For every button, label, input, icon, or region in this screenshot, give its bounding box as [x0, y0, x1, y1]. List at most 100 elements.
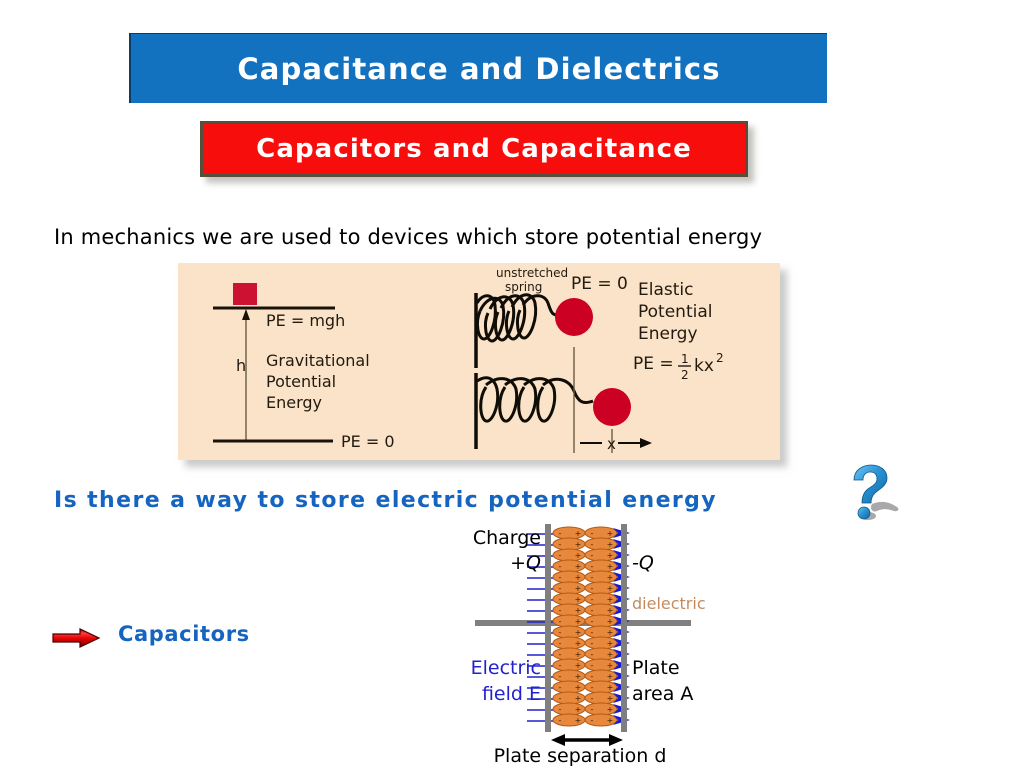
gravitational-pe-line3: Energy	[266, 393, 322, 412]
svg-text:+: +	[607, 595, 614, 604]
svg-text:-: -	[591, 595, 594, 604]
pe-half-kx2-tail: kx	[694, 356, 714, 376]
unstretched-spring-line1: unstretched	[496, 266, 568, 280]
svg-text:-: -	[559, 617, 562, 626]
displacement-x-label: x	[607, 435, 616, 453]
svg-text:+: +	[607, 683, 614, 692]
svg-text:-: -	[591, 529, 594, 538]
svg-text:-: -	[559, 573, 562, 582]
svg-text:-: -	[559, 540, 562, 549]
pe-zero-bottom-label: PE = 0	[341, 432, 395, 451]
svg-text:+: +	[575, 573, 582, 582]
svg-text:+: +	[607, 562, 614, 571]
svg-text:+: +	[575, 639, 582, 648]
svg-text:-: -	[559, 705, 562, 714]
mechanics-statement: In mechanics we are used to devices whic…	[54, 225, 763, 249]
svg-text:-: -	[559, 694, 562, 703]
svg-text:+: +	[607, 606, 614, 615]
gravitational-pe-line2: Potential	[266, 372, 336, 391]
svg-text:-: -	[591, 683, 594, 692]
svg-text:-: -	[559, 650, 562, 659]
svg-text:+: +	[575, 606, 582, 615]
svg-text:+: +	[607, 694, 614, 703]
elastic-pe-line2: Potential	[638, 302, 712, 322]
page-title: Capacitance and Dielectrics	[237, 51, 721, 86]
elastic-pe-line1: Elastic	[638, 280, 693, 300]
pe-mgh-label: PE = mgh	[266, 311, 345, 330]
potential-energy-figure: PE = mgh h Gravitational Potential Energ…	[178, 263, 780, 460]
svg-text:-: -	[591, 705, 594, 714]
pe-half-kx2-denominator: 2	[681, 368, 689, 382]
svg-text:+: +	[607, 551, 614, 560]
svg-text:-: -	[591, 694, 594, 703]
svg-text:+: +	[607, 540, 614, 549]
svg-text:-: -	[559, 529, 562, 538]
question-statement: Is there a way to store electric potenti…	[54, 488, 718, 513]
svg-text:+: +	[575, 661, 582, 670]
svg-text:+: +	[575, 716, 582, 725]
red-right-arrow-icon	[52, 627, 102, 649]
svg-text:+: +	[607, 573, 614, 582]
svg-text:-: -	[559, 595, 562, 604]
svg-text:+: +	[575, 672, 582, 681]
pe-zero-unstretched-label: PE = 0	[571, 274, 628, 294]
svg-text:-: -	[559, 584, 562, 593]
svg-text:+: +	[607, 650, 614, 659]
svg-text:+: +	[607, 661, 614, 670]
svg-text:-: -	[559, 716, 562, 725]
spring-mass-stretched	[593, 388, 631, 426]
charge-positive-label: +Q	[510, 552, 541, 574]
slide-title-banner: Capacitance and Dielectrics	[129, 33, 827, 103]
svg-text:-: -	[591, 573, 594, 582]
svg-text:+: +	[607, 529, 614, 538]
capacitors-bullet-label: Capacitors	[118, 622, 250, 646]
subtitle-text: Capacitors and Capacitance	[256, 134, 692, 164]
svg-text:+: +	[575, 540, 582, 549]
svg-text:-: -	[591, 551, 594, 560]
svg-text:-: -	[591, 650, 594, 659]
unstretched-spring-line2: spring	[505, 280, 542, 294]
spring-mass-unstretched	[555, 298, 593, 336]
svg-text:+: +	[575, 595, 582, 604]
pe-half-kx2-numerator: 1	[681, 352, 689, 366]
svg-text:-: -	[591, 562, 594, 571]
svg-text:+: +	[575, 562, 582, 571]
svg-text:+: +	[575, 551, 582, 560]
plate-area-label-line2: area A	[632, 683, 693, 705]
plate-separation-label: Plate separation d	[494, 745, 667, 767]
right-plate	[621, 524, 627, 732]
svg-text:-: -	[591, 716, 594, 725]
pe-half-kx2-exponent: 2	[716, 351, 724, 365]
svg-text:+: +	[575, 617, 582, 626]
falling-block	[233, 283, 257, 305]
svg-text:-: -	[559, 562, 562, 571]
svg-text:-: -	[559, 551, 562, 560]
svg-text:-: -	[591, 617, 594, 626]
dielectric-dipoles: -+ -+ -+ -+ -+ -+ -+ -+ -+ -+ -+ -+ -+ -…	[552, 526, 618, 727]
svg-text:+: +	[575, 529, 582, 538]
svg-text:-: -	[591, 672, 594, 681]
svg-text:-: -	[559, 606, 562, 615]
svg-text:+: +	[607, 672, 614, 681]
electric-field-label-line2: field E	[482, 683, 541, 705]
left-plate	[545, 524, 551, 732]
svg-text:-: -	[559, 628, 562, 637]
slide-subtitle-banner: Capacitors and Capacitance	[200, 121, 748, 177]
svg-text:+: +	[575, 705, 582, 714]
charge-negative-label: -Q	[632, 552, 654, 574]
blue-question-mark-icon	[840, 463, 910, 525]
svg-text:-: -	[591, 661, 594, 670]
svg-text:-: -	[559, 683, 562, 692]
dielectric-label: dielectric	[632, 594, 705, 613]
svg-text:+: +	[575, 650, 582, 659]
svg-text:-: -	[591, 628, 594, 637]
plate-area-label-line1: Plate	[632, 657, 680, 679]
svg-text:-: -	[591, 584, 594, 593]
svg-text:-: -	[591, 540, 594, 549]
svg-text:+: +	[607, 584, 614, 593]
svg-text:-: -	[559, 672, 562, 681]
electric-field-label-line1: Electric	[471, 657, 541, 679]
svg-text:-: -	[591, 606, 594, 615]
svg-text:+: +	[607, 617, 614, 626]
svg-text:-: -	[559, 661, 562, 670]
